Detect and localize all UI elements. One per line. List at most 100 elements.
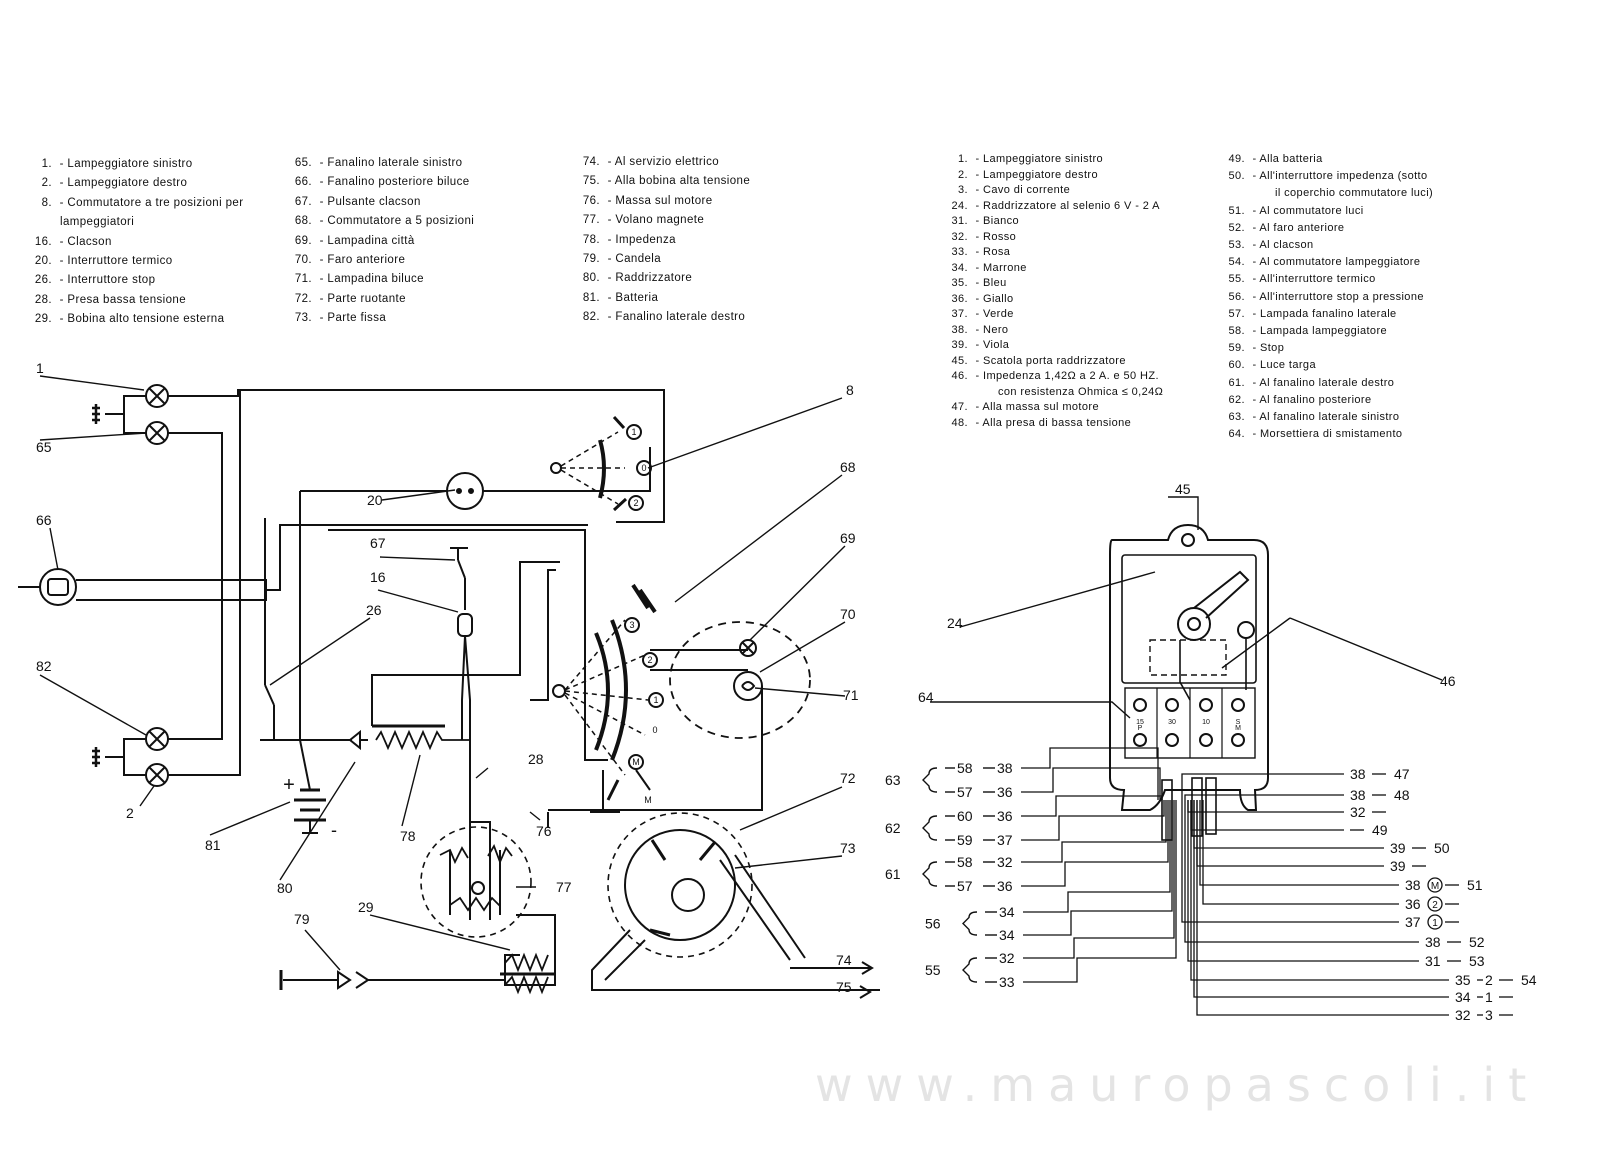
legend-entry: 72. - Parte ruotante: [272, 290, 474, 309]
wire-group-label: 52: [1469, 934, 1485, 950]
callout-75: 75: [836, 979, 852, 995]
callout-20: 20: [367, 492, 383, 508]
wire-number: 3: [1485, 1007, 1493, 1023]
legend-entry-number: 55.: [1228, 273, 1245, 286]
switch-mark: 0: [652, 725, 657, 735]
legend-entry: 38. - Nero: [938, 323, 1163, 339]
switch-mark: 3: [629, 620, 634, 630]
legend-entry: 61. - Al fanalino laterale destro: [1215, 375, 1433, 392]
terminal-labels: 15 P 30 10 S M: [1136, 719, 1241, 732]
wire-number: 59: [957, 832, 973, 848]
wire-number: 32: [1350, 804, 1366, 820]
legend-entry: 77. - Volano magnete: [560, 211, 750, 230]
legend-entry-number: 59.: [1228, 342, 1245, 355]
wire-number: 38: [1350, 787, 1366, 803]
legend-entry: 82. - Fanalino laterale destro: [560, 308, 750, 327]
flywheel-72-icon: [607, 812, 753, 958]
legend-entry-number: 81.: [582, 291, 600, 304]
legend-entry-number: 53.: [1228, 239, 1245, 252]
wire-number: 34: [999, 904, 1015, 920]
legend-entry-number: 35.: [951, 277, 968, 289]
legend-entry: 74. - Al servizio elettrico: [560, 153, 750, 172]
legend-entry: 55. - All'interruttore termico: [1215, 271, 1433, 288]
legend-entry-text: Pulsante clacson: [327, 195, 421, 208]
legend-entry-number: 70.: [294, 254, 312, 267]
callout-69: 69: [840, 530, 856, 546]
legend-entry-number: 65.: [294, 157, 312, 169]
wire-mark: 1: [1432, 918, 1438, 929]
wire-number: 57: [957, 878, 973, 894]
legend-entry: 39. - Viola: [938, 338, 1163, 354]
legend-entry: 34. - Marrone: [938, 261, 1163, 277]
terminal-block-64: [1124, 687, 1256, 759]
wire-number: 60: [957, 808, 973, 824]
legend-entry-number: 31.: [951, 215, 968, 227]
lamp-69-icon: [739, 639, 757, 657]
legend-entry-text: Lampeggiatore destro: [982, 168, 1098, 181]
legend-entry: 28. - Presa bassa tensione: [0, 291, 243, 310]
legend-entry-text: Rosa: [982, 246, 1011, 258]
switch-8-pos-1-icon: [626, 424, 642, 440]
legend-entry-number: 47.: [951, 401, 968, 413]
wire-line: [1021, 800, 1169, 887]
wire-group-label: 63: [885, 772, 901, 788]
switch-mark: 2: [647, 655, 652, 665]
legend-entry-text: Impedenza: [615, 233, 676, 246]
legend-entry: 67. - Pulsante clacson: [272, 193, 474, 212]
legend-entry-text: Interruttore stop: [67, 274, 156, 287]
wire-line: [1184, 800, 1419, 943]
legend-entry-number: 68.: [294, 215, 312, 228]
switch-mark: M: [644, 795, 652, 805]
legend-entry-text: Alla massa sul motore: [982, 401, 1099, 413]
switch-mark: 2: [633, 498, 638, 508]
legend-entry: 63. - Al fanalino laterale sinistro: [1215, 409, 1433, 426]
legend-entry-text: Viola: [982, 339, 1010, 351]
legend-entry-number: 39.: [951, 339, 968, 351]
legend-entry: 70. - Faro anteriore: [272, 251, 474, 270]
legend-entry: 73. - Parte fissa: [272, 309, 474, 328]
legend-entry: 26. - Interruttore stop: [0, 271, 243, 290]
legend-entry-text: Cavo di corrente: [982, 184, 1071, 196]
legend-entry-text: Fanalino laterale sinistro: [327, 157, 463, 169]
wire-line: [1021, 800, 1167, 863]
wire-group-label: 55: [925, 962, 941, 978]
legend-entry-number: 73.: [294, 312, 312, 325]
legend-entry-text: Alla bobina alta tensione: [614, 175, 751, 188]
callout-29: 29: [358, 899, 374, 915]
wire-line: [1190, 800, 1449, 981]
wire-mark-circle: [1427, 896, 1443, 912]
wire-group-label: 48: [1394, 787, 1410, 803]
legend-entry: 45. - Scatola porta raddrizzatore: [938, 354, 1163, 370]
callouts-left: 1 65 66 82 2 81 80 78 79 29 77 28 76 26 …: [36, 360, 859, 995]
terminal-label: 30: [1168, 719, 1176, 726]
legend-entry-number: 67.: [294, 195, 312, 208]
wire-group-label: 62: [885, 820, 901, 836]
legend-entry: 2. - Lampeggiatore destro: [938, 168, 1163, 184]
terminal-label: M: [1235, 725, 1241, 732]
wire-number: 38: [997, 760, 1013, 776]
legend-entry: 31. - Bianco: [938, 214, 1163, 230]
legend-entry-text: Stop: [1259, 342, 1285, 355]
wire-line: [1021, 800, 1165, 841]
legend-entry-number: 69.: [294, 234, 312, 247]
wire-number: 57: [957, 784, 973, 800]
callout-46: 46: [1440, 673, 1456, 689]
legend-entry: 80. - Raddrizzatore: [560, 269, 750, 288]
wire-number: 34: [1455, 989, 1471, 1005]
wire-number: 36: [997, 808, 1013, 824]
legend-entry: 33. - Rosa: [938, 245, 1163, 261]
legend-entry: 29. - Bobina alto tensione esterna: [0, 310, 243, 329]
callout-70: 70: [840, 606, 856, 622]
callout-74: 74: [836, 952, 852, 968]
watermark: www.mauropascoli.it: [815, 1058, 1540, 1112]
legend-entry-text: Massa sul motore: [615, 194, 713, 207]
legend-entry-text: Commutatore a 5 posizioni: [327, 215, 475, 228]
wire-number: 37: [997, 832, 1013, 848]
callouts-right: 45 24 46 64: [918, 481, 1456, 705]
callout-24: 24: [947, 615, 963, 631]
legend-entry: 20. - Interruttore termico: [0, 252, 243, 271]
legend-entry: 68. - Commutatore a 5 posizioni: [272, 212, 474, 231]
wire-mark: 2: [1432, 900, 1438, 911]
callout-28: 28: [528, 751, 544, 767]
legend-entry-number: 3.: [958, 184, 968, 196]
